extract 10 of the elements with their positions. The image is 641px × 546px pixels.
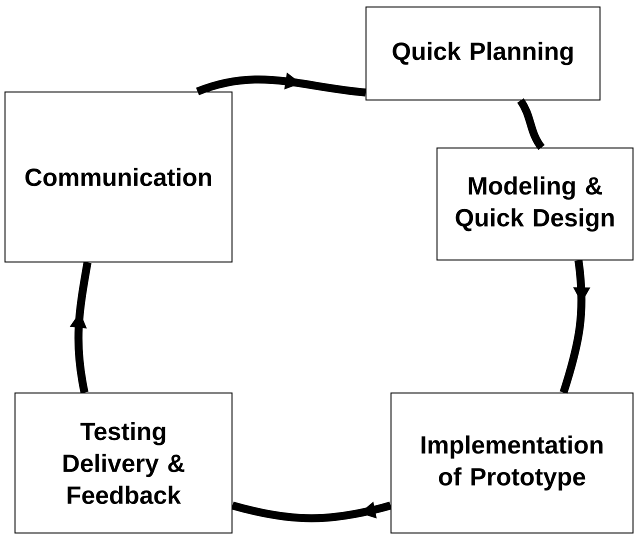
arc-arrow — [560, 260, 590, 394]
process-box: Quick Planning — [366, 6, 600, 100]
arc-line — [517, 98, 545, 150]
arc-arrow — [70, 262, 92, 394]
process-box: Implementation of Prototype — [390, 392, 634, 534]
arc-arrow — [196, 72, 366, 96]
arc-arrow — [231, 502, 392, 522]
process-box: Modeling & Quick Design — [436, 148, 634, 260]
process-box: Communication — [4, 92, 232, 262]
process-box: Testing Delivery & Feedback — [14, 392, 232, 534]
